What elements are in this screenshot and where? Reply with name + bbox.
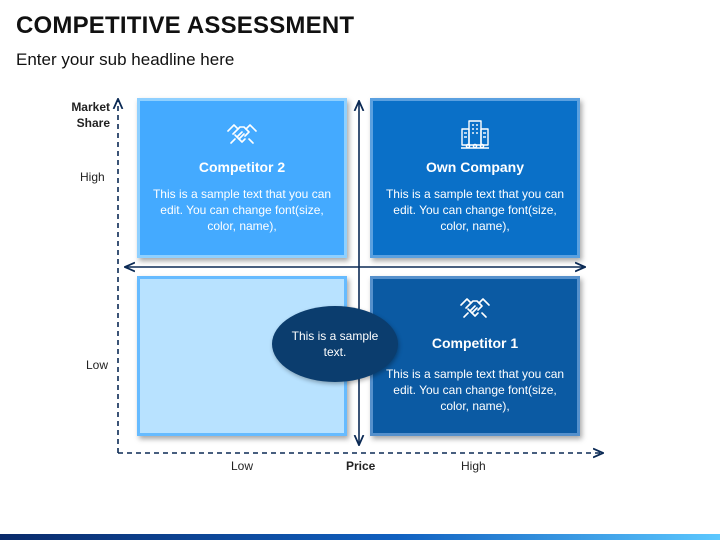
- quadrant-competitor-2[interactable]: Competitor 2 This is a sample text that …: [137, 98, 347, 258]
- bottom-accent-bar: [0, 534, 720, 540]
- quadrant-competitor-1[interactable]: Competitor 1 This is a sample text that …: [370, 276, 580, 436]
- quadrant-title: Own Company: [425, 159, 524, 175]
- y-axis-high-label: High: [80, 170, 105, 184]
- y-axis-low-label: Low: [86, 358, 109, 372]
- quadrant-description: This is a sample text that you can edit.…: [385, 367, 565, 413]
- handshake-icon: [227, 124, 257, 144]
- x-axis-low-label: Low: [231, 459, 254, 473]
- y-axis-title: Market Share: [71, 100, 110, 130]
- quadrant-description: This is a sample text that you can edit.…: [152, 187, 332, 233]
- quadrant-description: This is a sample text that you can edit.…: [385, 187, 565, 233]
- handshake-icon: [460, 298, 490, 318]
- center-note-ellipse[interactable]: This is a sample text.: [272, 306, 398, 382]
- center-note-text: This is a sample text.: [291, 329, 379, 359]
- quadrant-own-company[interactable]: Own Company This is a sample text that y…: [370, 98, 580, 258]
- office-building-icon: [461, 120, 489, 149]
- page-subtitle: Enter your sub headline here: [16, 50, 235, 69]
- x-axis-title: Price: [346, 459, 376, 473]
- x-axis-high-label: High: [461, 459, 486, 473]
- page-title: COMPETITIVE ASSESSMENT: [16, 12, 355, 39]
- quadrant-title: Competitor 2: [198, 159, 286, 175]
- quadrant-title: Competitor 1: [431, 335, 519, 351]
